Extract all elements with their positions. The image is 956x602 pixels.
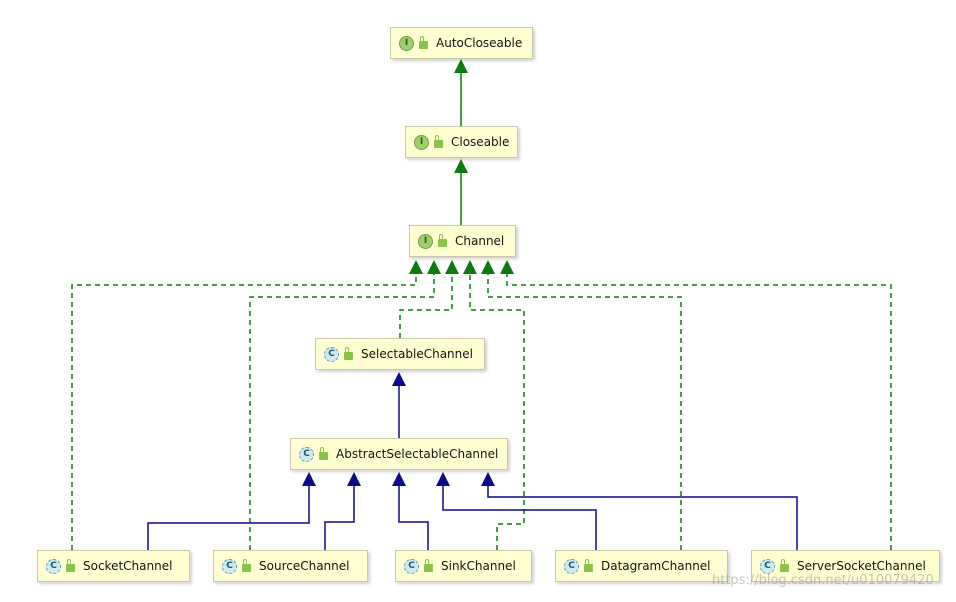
node-channel[interactable]: I Channel	[409, 225, 516, 257]
edge-socketchannel-channel	[71, 260, 423, 550]
public-lock-icon	[780, 558, 789, 572]
public-lock-icon	[434, 134, 443, 148]
abstract-class-icon: C	[760, 558, 775, 574]
abstract-class-icon: C	[564, 558, 579, 574]
edge-serversocketchannel-channel	[500, 260, 892, 550]
node-label: Channel	[455, 234, 505, 248]
node-sinkchannel[interactable]: C SinkChannel	[395, 550, 532, 582]
interface-icon: I	[399, 35, 414, 51]
edge-datagramchannel-channel	[481, 260, 682, 550]
node-label: SocketChannel	[83, 559, 173, 573]
edge-sourcechannel-abstractselectablechannel	[324, 472, 361, 550]
edge-sourcechannel-channel	[249, 260, 441, 550]
public-lock-icon	[424, 558, 433, 572]
edge-datagramchannel-abstractselectablechannel	[436, 472, 597, 550]
abstract-class-icon: C	[46, 558, 61, 574]
node-label: AbstractSelectableChannel	[336, 447, 499, 461]
edge-socketchannel-abstractselectablechannel	[147, 472, 316, 550]
node-selectablechannel[interactable]: C SelectableChannel	[315, 338, 485, 370]
node-label: ServerSocketChannel	[797, 559, 926, 573]
node-label: DatagramChannel	[601, 559, 711, 573]
node-sourcechannel[interactable]: C SourceChannel	[213, 550, 368, 582]
public-lock-icon	[419, 35, 428, 49]
public-lock-icon	[242, 558, 251, 572]
node-label: SinkChannel	[441, 559, 516, 573]
edge-sinkchannel-channel	[463, 260, 525, 550]
node-label: Closeable	[451, 135, 510, 149]
interface-icon: I	[414, 134, 429, 150]
public-lock-icon	[66, 558, 75, 572]
abstract-class-icon: C	[222, 558, 237, 574]
public-lock-icon	[584, 558, 593, 572]
abstract-class-icon: C	[299, 446, 314, 462]
edge-serversocketchannel-abstractselectablechannel	[481, 472, 798, 550]
node-autocloseable[interactable]: I AutoCloseable	[390, 27, 533, 59]
node-label: SourceChannel	[259, 559, 350, 573]
abstract-class-icon: C	[404, 558, 419, 574]
node-abstractselectablechannel[interactable]: C AbstractSelectableChannel	[290, 438, 508, 470]
node-label: SelectableChannel	[361, 347, 473, 361]
abstract-class-icon: C	[324, 346, 339, 362]
node-label: AutoCloseable	[436, 36, 523, 50]
public-lock-icon	[438, 233, 447, 247]
node-datagramchannel[interactable]: C DatagramChannel	[555, 550, 728, 582]
node-serversocketchannel[interactable]: C ServerSocketChannel	[751, 550, 940, 582]
node-closeable[interactable]: I Closeable	[405, 126, 518, 158]
public-lock-icon	[344, 346, 353, 360]
edge-selectablechannel-channel	[399, 260, 459, 338]
watermark-text: https://blog.csdn.net/u010079420	[712, 573, 934, 588]
node-socketchannel[interactable]: C SocketChannel	[37, 550, 190, 582]
edge-sinkchannel-abstractselectablechannel	[392, 472, 429, 550]
interface-icon: I	[418, 233, 433, 249]
public-lock-icon	[319, 446, 328, 460]
